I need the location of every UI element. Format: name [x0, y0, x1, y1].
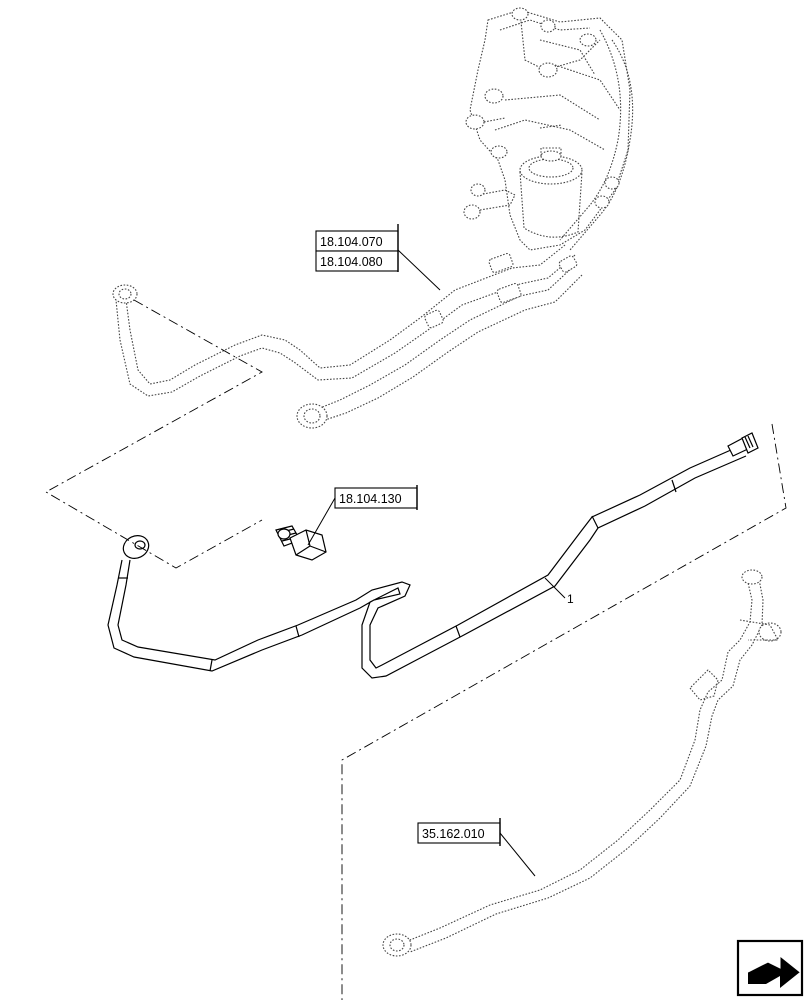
- phantom-hoses: [112, 244, 583, 429]
- assembly-plane-lines: [45, 299, 787, 1000]
- ref-label-d[interactable]: 35.162.010: [422, 827, 485, 841]
- ref-callout-35-162-010: 35.162.010: [417, 818, 536, 877]
- phantom-valve-assembly: [463, 7, 634, 251]
- pipe-item-1: [107, 432, 759, 679]
- ref-callout-18-104-130: 18.104.130: [307, 485, 418, 546]
- next-page-arrow-icon[interactable]: [736, 939, 804, 997]
- phantom-lower-pipe: [382, 569, 782, 957]
- ref-label-a[interactable]: 18.104.070: [320, 235, 383, 249]
- item-1-callout: 1: [544, 577, 574, 606]
- ref-label-c[interactable]: 18.104.130: [339, 492, 402, 506]
- ref-callout-18-104-070-080: 18.104.070 18.104.080: [315, 224, 441, 291]
- ref-label-b[interactable]: 18.104.080: [320, 255, 383, 269]
- item-1-number: 1: [567, 592, 574, 606]
- banjo-bolt: [275, 525, 327, 561]
